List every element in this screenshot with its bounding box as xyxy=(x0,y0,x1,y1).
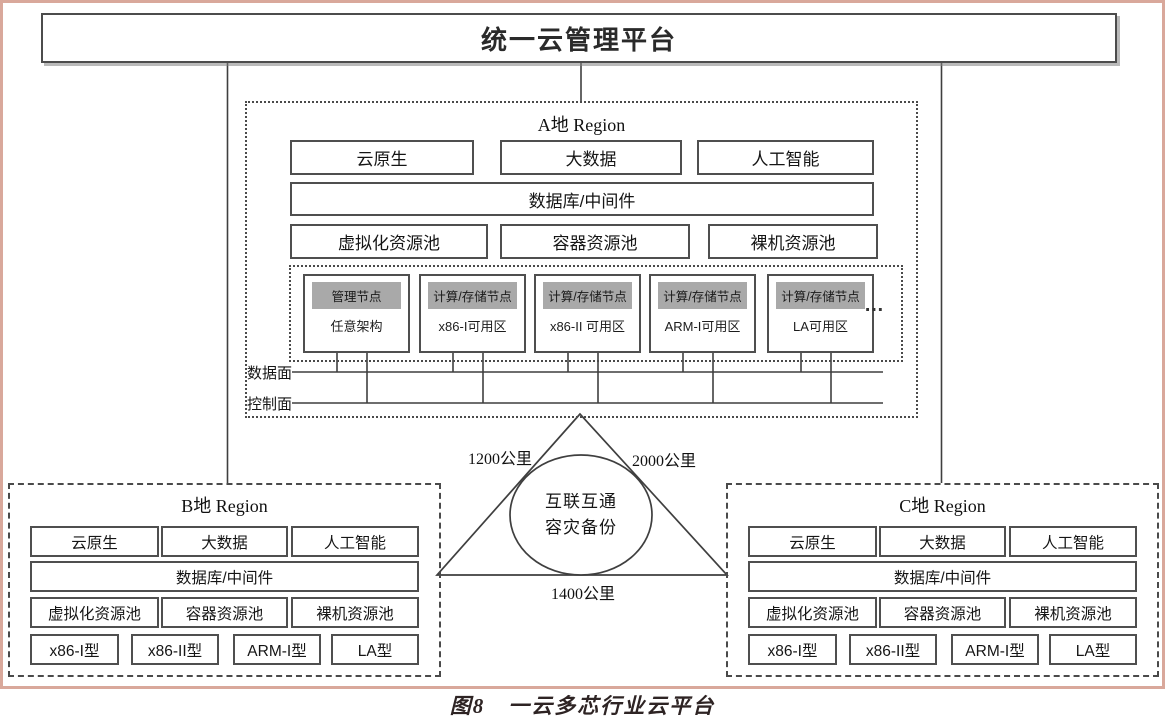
region-a-service-ai: 人工智能 xyxy=(697,140,874,175)
region-a-pool-bare-metal: 裸机资源池 xyxy=(708,224,878,259)
control-plane-label: 控制面 xyxy=(247,393,293,414)
distance-bottom-label: 1400公里 xyxy=(550,586,615,603)
region-a-title: A地 Region xyxy=(537,115,626,135)
region-a-service-big-data: 大数据 xyxy=(500,140,682,175)
node-x86-2: 计算/存储节点 x86-II 可用区 xyxy=(534,274,641,353)
region-c-pool-container: 容器资源池 xyxy=(879,597,1006,628)
region-b-box: B地 Region 云原生 大数据 人工智能 数据库/中间件 虚拟化资源池 容器… xyxy=(8,483,441,677)
region-b-type-x86-2: x86-II型 xyxy=(131,634,219,665)
region-c-title: C地 Region xyxy=(899,496,986,516)
region-b-type-x86-1: x86-I型 xyxy=(30,634,119,665)
interconnect-label: 互联互通 容灾备份 xyxy=(519,489,643,542)
interconnect-line1: 互联互通 xyxy=(545,492,617,511)
region-c-type-arm-1: ARM-I型 xyxy=(951,634,1039,665)
region-c-middleware: 数据库/中间件 xyxy=(748,561,1137,592)
figure-caption: 图8 一云多芯行业云平台 xyxy=(449,694,716,718)
region-b-type-arm-1: ARM-I型 xyxy=(233,634,321,665)
region-c-service-big-data: 大数据 xyxy=(879,526,1006,557)
distance-left-label: 1200公里 xyxy=(467,451,532,468)
region-c-box: C地 Region 云原生 大数据 人工智能 数据库/中间件 虚拟化资源池 容器… xyxy=(726,483,1159,677)
node-arm-1-zone: ARM-I可用区 xyxy=(664,319,741,334)
region-b-title: B地 Region xyxy=(181,496,268,516)
node-la-zone: LA可用区 xyxy=(793,319,848,334)
region-c-service-ai: 人工智能 xyxy=(1009,526,1137,557)
interconnect-circle xyxy=(509,454,653,576)
node-arm-1: 计算/存储节点 ARM-I可用区 xyxy=(649,274,756,353)
node-la: 计算/存储节点 LA可用区 xyxy=(767,274,874,353)
node-arm-1-header: 计算/存储节点 xyxy=(658,282,747,309)
frame-left-border xyxy=(0,0,3,689)
region-c-service-cloud-native: 云原生 xyxy=(748,526,877,557)
region-c-type-x86-2: x86-II型 xyxy=(849,634,937,665)
more-nodes-ellipsis: … xyxy=(864,294,887,316)
node-x86-1-zone: x86-I可用区 xyxy=(438,319,507,334)
region-b-pool-container: 容器资源池 xyxy=(161,597,288,628)
region-a-pool-virtualization: 虚拟化资源池 xyxy=(290,224,488,259)
distance-right-label: 2000公里 xyxy=(632,453,697,470)
frame-right-border xyxy=(1162,0,1165,689)
region-b-service-big-data: 大数据 xyxy=(161,526,288,557)
platform-title: 统一云管理平台 xyxy=(480,24,677,55)
node-x86-2-zone: x86-II 可用区 xyxy=(549,319,626,334)
region-a-pool-container: 容器资源池 xyxy=(500,224,690,259)
frame-top-border xyxy=(0,0,1165,3)
data-plane-label: 数据面 xyxy=(247,362,293,383)
interconnect-line2: 容灾备份 xyxy=(545,518,617,538)
region-c-type-la: LA型 xyxy=(1049,634,1137,665)
region-b-service-cloud-native: 云原生 xyxy=(30,526,159,557)
region-a-service-cloud-native: 云原生 xyxy=(290,140,474,175)
region-b-pool-virtualization: 虚拟化资源池 xyxy=(30,597,159,628)
region-b-middleware: 数据库/中间件 xyxy=(30,561,419,592)
frame-bottom-border xyxy=(0,686,1165,689)
node-x86-1-header: 计算/存储节点 xyxy=(428,282,517,309)
region-a-box: A地 Region 云原生 大数据 人工智能 数据库/中间件 虚拟化资源池 容器… xyxy=(245,101,918,418)
node-x86-2-header: 计算/存储节点 xyxy=(543,282,632,309)
region-b-type-la: LA型 xyxy=(331,634,419,665)
node-x86-1: 计算/存储节点 x86-I可用区 xyxy=(419,274,526,353)
region-a-middleware: 数据库/中间件 xyxy=(290,182,874,216)
plane-bus-lines xyxy=(282,347,883,404)
region-b-pool-bare-metal: 裸机资源池 xyxy=(291,597,419,628)
platform-title-box: 统一云管理平台 xyxy=(41,13,1117,63)
platform-to-region-connectors xyxy=(226,63,943,483)
region-c-type-x86-1: x86-I型 xyxy=(748,634,837,665)
region-c-pool-virtualization: 虚拟化资源池 xyxy=(748,597,877,628)
node-management: 管理节点 任意架构 xyxy=(303,274,410,353)
region-b-service-ai: 人工智能 xyxy=(291,526,419,557)
node-management-header: 管理节点 xyxy=(312,282,401,309)
node-management-zone: 任意架构 xyxy=(330,319,383,334)
region-c-pool-bare-metal: 裸机资源池 xyxy=(1009,597,1137,628)
node-la-header: 计算/存储节点 xyxy=(776,282,865,309)
region-a-node-cluster-box: 管理节点 任意架构 计算/存储节点 x86-I可用区 计算/存储节点 x86-I… xyxy=(289,265,903,362)
